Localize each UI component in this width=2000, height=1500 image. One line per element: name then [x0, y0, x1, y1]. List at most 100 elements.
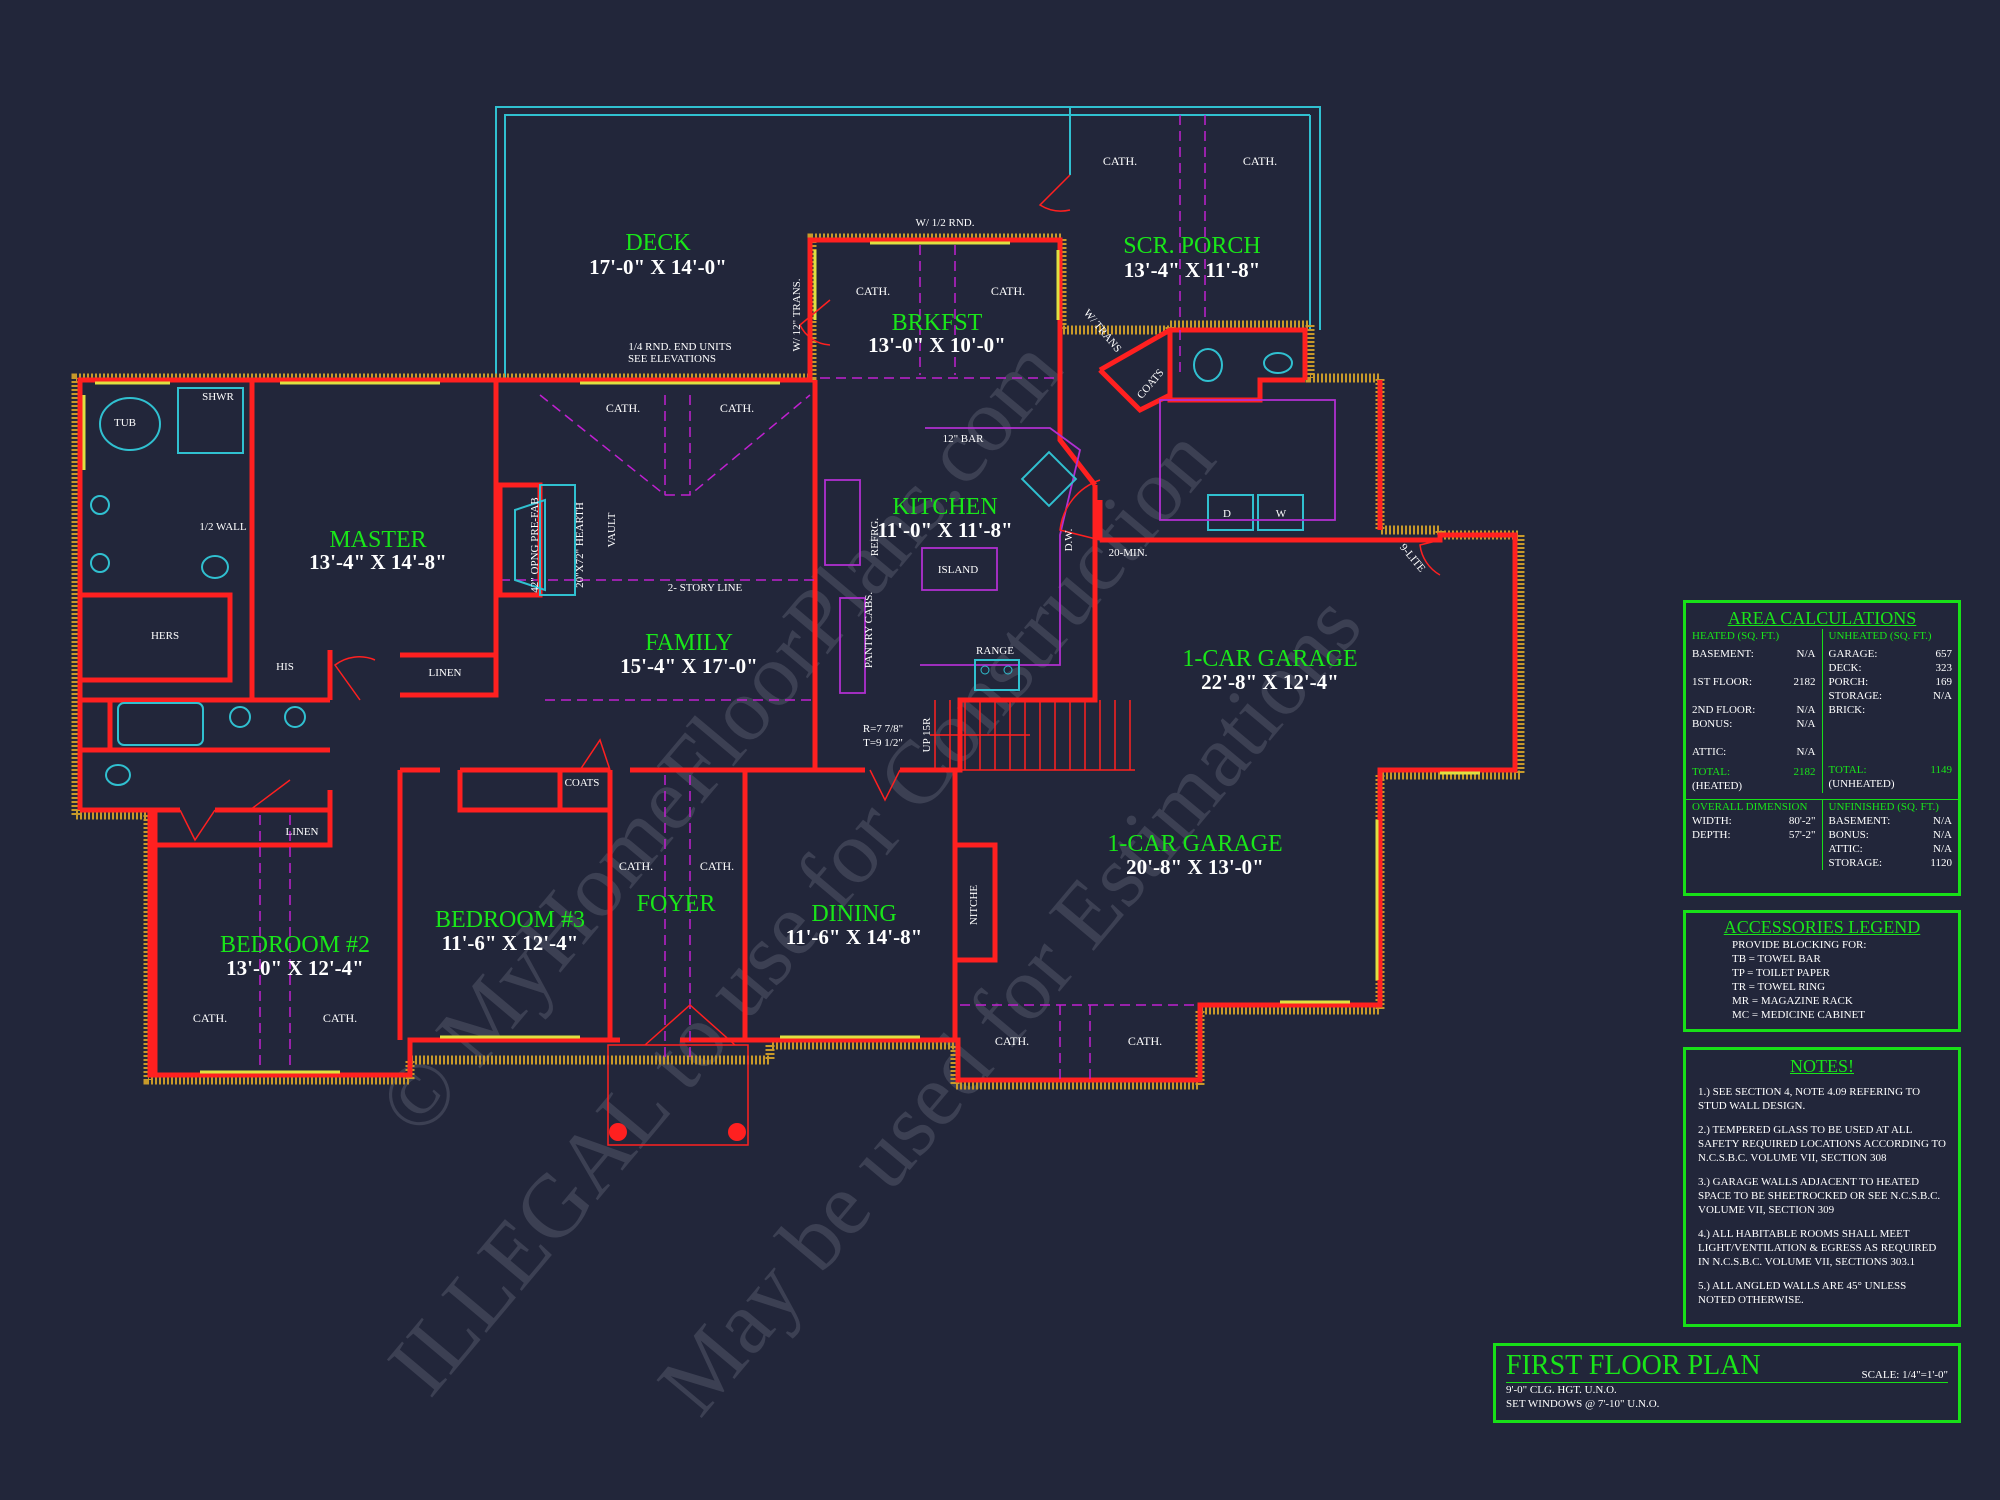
heated-total-value: 2182	[1793, 766, 1816, 778]
tub-label: TUB	[114, 417, 136, 429]
range-label: RANGE	[976, 645, 1014, 657]
bar-label: 12" BAR	[943, 433, 985, 445]
bedroom3-dims: 11'-6" X 12'-4"	[442, 931, 578, 955]
his-closet-label: HIS	[276, 661, 294, 673]
heated-bonus-value: N/A	[1796, 718, 1816, 730]
two-story-line-label: 2- STORY LINE	[668, 582, 743, 594]
garage1-label: 1-CAR GARAGE	[1182, 646, 1357, 672]
bedroom2-dims: 13'-0" X 12'-4"	[226, 956, 364, 980]
hers-closet-label: HERS	[151, 630, 179, 642]
pantry-label: PANTRY CABS.	[863, 592, 875, 668]
bedroom3-label: BEDROOM #3	[435, 907, 585, 933]
transom-label: W/ 12" TRANS.	[791, 278, 803, 351]
unheated-header: UNHEATED (SQ. FT.)	[1828, 630, 1932, 642]
brkfst-dims: 13'-0" X 10'-0"	[868, 333, 1006, 357]
unheated-porch-key: PORCH:	[1828, 676, 1869, 688]
unfinished-attic-key: ATTIC:	[1828, 843, 1863, 855]
cath-label: CATH.	[619, 859, 653, 873]
unheated-brick-key: BRICK:	[1828, 704, 1866, 716]
unheated-porch-value: 169	[1935, 676, 1953, 688]
heated-2nd-floor-key: 2ND FLOOR:	[1692, 704, 1756, 716]
vault-label: VAULT	[606, 512, 618, 547]
walls	[77, 237, 1518, 1083]
unheated-total-sub: (UNHEATED)	[1828, 778, 1895, 790]
accessories-legend-panel: ACCESSORIES LEGEND PROVIDE BLOCKING FOR:…	[1683, 910, 1961, 1032]
cath-label: CATH.	[700, 859, 734, 873]
unheated-garage-key: GARAGE:	[1828, 648, 1878, 660]
coats-label: COATS	[1135, 367, 1167, 401]
half-wall-label: 1/2 WALL	[199, 521, 246, 533]
tread-label: T=9 1/2"	[863, 737, 903, 749]
stairs	[930, 700, 1135, 771]
note-item: 1.) SEE SECTION 4, NOTE 4.09 REFERING TO…	[1698, 1086, 1921, 1112]
dishwasher-label: D.W.	[1063, 528, 1075, 551]
cath-label: CATH.	[991, 284, 1025, 298]
cath-label: CATH.	[1128, 1034, 1162, 1048]
room-labels: DECK 17'-0" X 14'-0" SCR. PORCH 13'-4" X…	[220, 230, 1358, 980]
unheated-storage-value: N/A	[1933, 690, 1952, 702]
opening-label: 42" OPNG PRE-FAB	[529, 497, 541, 592]
deck-outline	[495, 106, 1321, 380]
deck-label: DECK	[625, 230, 691, 256]
unfinished-attic-value: N/A	[1933, 843, 1952, 855]
nine-lite-label: 9-LITE	[1397, 542, 1428, 575]
dining-dims: 11'-6" X 14'-8"	[786, 925, 922, 949]
accessories-line: TB = TOWEL BAR	[1732, 953, 1821, 965]
scr-porch-label: SCR. PORCH	[1123, 233, 1260, 259]
unfinished-bonus-key: BONUS:	[1828, 829, 1869, 841]
unheated-garage-value: 657	[1935, 648, 1953, 660]
title-block: FIRST FLOOR PLAN SCALE: 1/4"=1'-0" 9'-0"…	[1493, 1343, 1961, 1423]
heated-total-key: TOTAL:	[1692, 766, 1731, 778]
heated-attic-key: ATTIC:	[1692, 746, 1727, 758]
master-dims: 13'-4" X 14'-8"	[309, 550, 447, 574]
accessories-line: TP = TOILET PAPER	[1732, 967, 1830, 979]
ceiling-height-note: 9'-0" CLG. HGT. U.N.O.	[1506, 1384, 1617, 1396]
front-porch	[607, 1003, 749, 1146]
cath-label: CATH.	[1243, 154, 1277, 168]
overall-dimension-header: OVERALL DIMENSION	[1692, 801, 1808, 813]
accessories-line: PROVIDE BLOCKING FOR:	[1732, 939, 1867, 951]
family-dims: 15'-4" X 17'-0"	[620, 654, 758, 678]
heated-2nd-floor-value: N/A	[1796, 704, 1816, 716]
washer-label: W	[1276, 508, 1287, 520]
brkfst-label: BRKFST	[892, 310, 983, 336]
twenty-min-label: 20-MIN.	[1109, 547, 1148, 559]
unfinished-storage-value: 1120	[1930, 857, 1952, 869]
annotations: CATH. CATH. CATH. CATH. CATH. CATH. CATH…	[114, 154, 1428, 1048]
garage1-dims: 22'-8" X 12'-4"	[1201, 670, 1339, 694]
master-label: MASTER	[329, 527, 426, 553]
area-title: AREA CALCULATIONS	[1727, 608, 1917, 628]
heated-basement-value: N/A	[1796, 648, 1816, 660]
heated-attic-value: N/A	[1796, 746, 1816, 758]
riser-label: R=7 7/8"	[863, 723, 903, 735]
area-calculations-panel: AREA CALCULATIONS HEATED (SQ. FT.) BASEM…	[1683, 600, 1961, 896]
fireplace	[497, 482, 576, 598]
unheated-deck-key: DECK:	[1828, 662, 1862, 674]
accessories-line: MC = MEDICINE CABINET	[1732, 1009, 1866, 1021]
half-round-label: W/ 1/2 RND.	[916, 217, 975, 229]
see-elevations-label: SEE ELEVATIONS	[628, 353, 716, 365]
ceiling-lines	[259, 245, 1200, 1080]
garage2-dims: 20'-8" X 13'-0"	[1126, 855, 1264, 879]
kitchen-label: KITCHEN	[892, 494, 997, 520]
note-item: 5.) ALL ANGLED WALLS ARE 45° UNLESS NOTE…	[1698, 1280, 1907, 1306]
unfinished-basement-value: N/A	[1933, 815, 1952, 827]
coats-label: COATS	[565, 777, 600, 789]
cath-label: CATH.	[193, 1011, 227, 1025]
unfinished-header: UNFINISHED (SQ. FT.)	[1828, 801, 1939, 813]
windows	[82, 241, 1480, 1074]
heated-basement-key: BASEMENT:	[1692, 648, 1754, 660]
nitche-label: NITCHE	[968, 885, 980, 926]
cath-label: CATH.	[720, 401, 754, 415]
unfinished-basement-key: BASEMENT:	[1828, 815, 1891, 827]
scr-porch-dims: 13'-4" X 11'-8"	[1124, 258, 1260, 282]
note-item: 3.) GARAGE WALLS ADJACENT TO HEATED SPAC…	[1698, 1176, 1941, 1216]
heated-1st-floor-value: 2182	[1793, 676, 1816, 688]
depth-value: 57'-2"	[1788, 829, 1816, 841]
unfinished-bonus-value: N/A	[1933, 829, 1952, 841]
refrigerator-label: REFRG.	[869, 518, 881, 556]
doors	[179, 174, 1441, 842]
cath-label: CATH.	[1103, 154, 1137, 168]
up-15r-label: UP 15R	[921, 717, 933, 752]
